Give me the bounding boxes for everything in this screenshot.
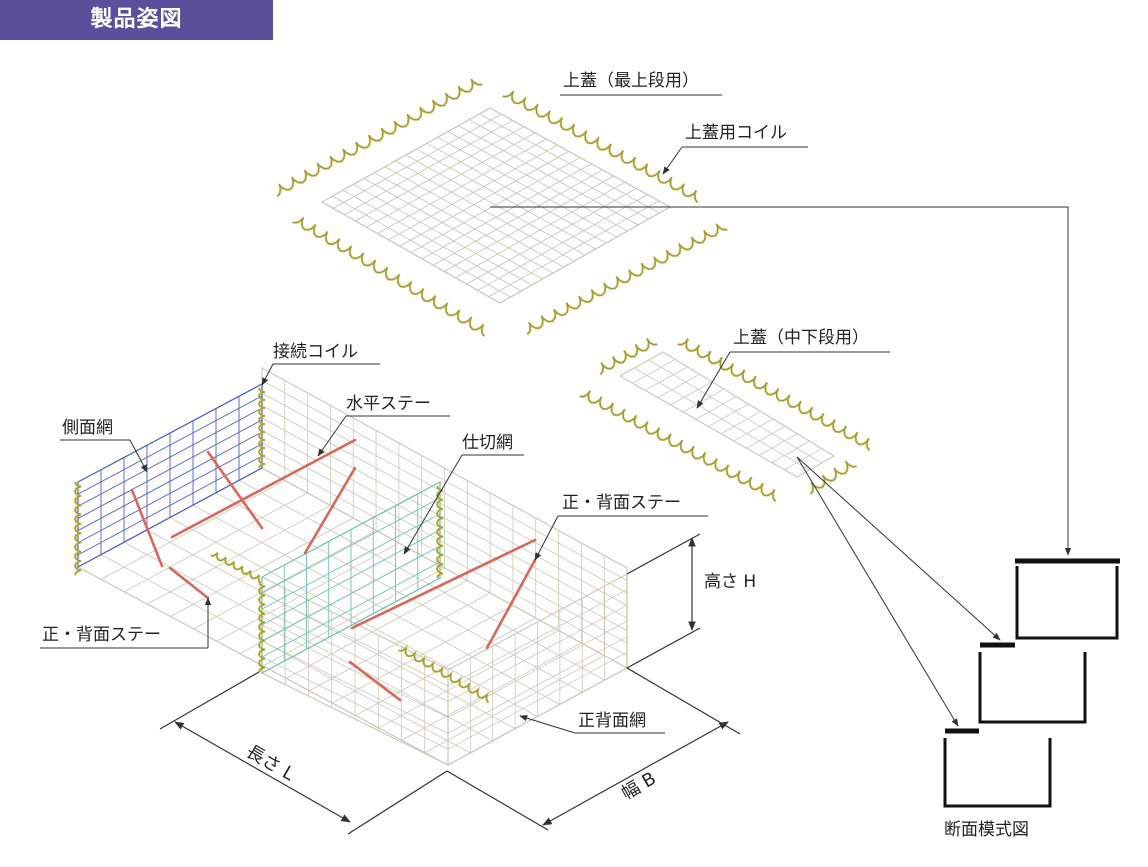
front-back-stay-label-right: 正・背面ステー	[562, 493, 681, 513]
front-back-mesh-label: 正背面網	[578, 711, 646, 731]
header-bar	[0, 0, 273, 40]
front-back-stay-label-left: 正・背面ステー	[42, 625, 161, 645]
joint-coils	[73, 387, 490, 704]
horizontal-stay-label: 水平ステー	[346, 394, 431, 414]
width-label: 幅 B	[618, 768, 660, 804]
side-mesh-label: 側面網	[62, 418, 113, 438]
top-lid-mesh	[320, 107, 672, 304]
mid-lid-label: 上蓋（中下段用）	[733, 328, 869, 348]
box-floor-mesh	[76, 467, 629, 766]
section-diagram-label: 断面模式図	[944, 820, 1029, 840]
side-mesh	[77, 382, 263, 569]
page-title: 製品姿図	[90, 7, 183, 32]
dimension-lines	[159, 533, 741, 835]
leader-lines	[40, 94, 1072, 734]
height-label: 高さ H	[704, 572, 756, 592]
mid-lid-coils	[579, 337, 871, 503]
partition-mesh-label: 仕切網	[462, 433, 513, 453]
joint-coil-label: 接続コイル	[273, 342, 358, 362]
top-lid-label: 上蓋（最上段用）	[563, 71, 699, 91]
partition-mesh	[261, 480, 441, 675]
section-diagram	[943, 558, 1120, 808]
top-lid-coil-label: 上蓋用コイル	[685, 123, 787, 143]
top-lid-coils	[276, 78, 728, 337]
mid-lid-mesh	[618, 351, 836, 478]
back-mesh	[261, 367, 628, 669]
length-label: 長さ L	[243, 741, 298, 785]
